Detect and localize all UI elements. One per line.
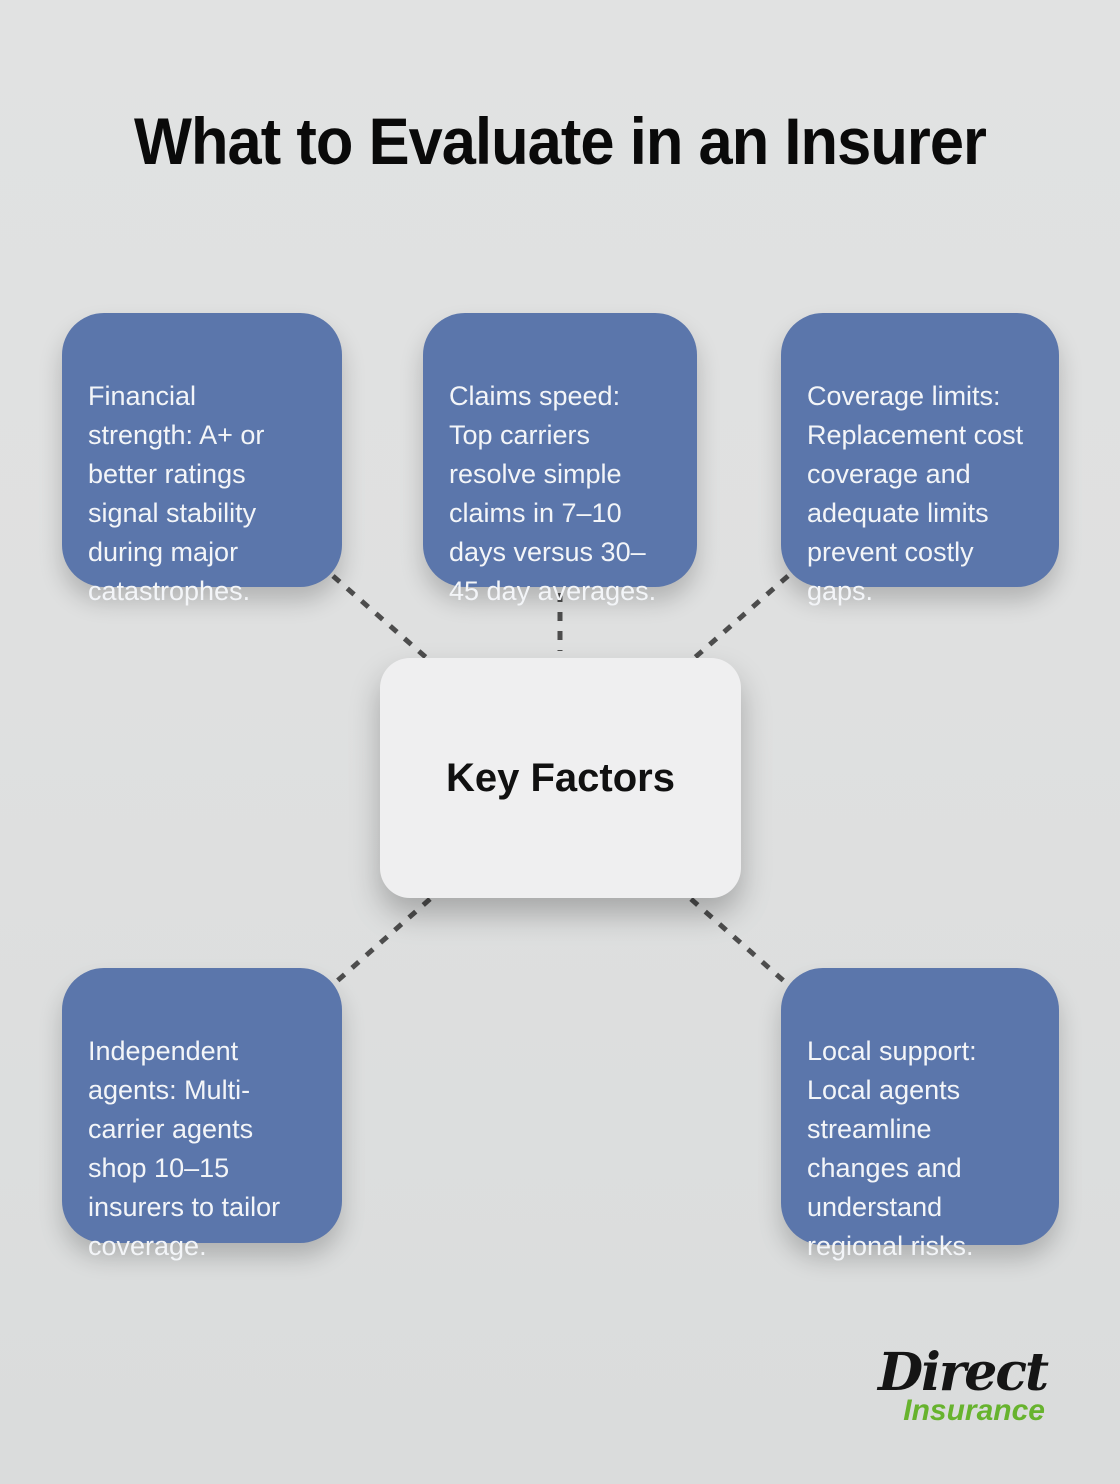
center-node-label: Key Factors [446,755,675,800]
connector-top-right [690,574,790,662]
factor-text: Coverage limits: Replacement cost covera… [807,381,1024,606]
connector-bottom-left [334,897,432,984]
factor-text: Independent agents: Multi- carrier agent… [88,1036,281,1261]
center-node: Key Factors [380,658,741,898]
factor-box-local-support: Local support: Local agents streamline c… [781,968,1059,1261]
brand-name: Direct [877,1342,1049,1403]
factor-box-coverage-limits: Coverage limits: Replacement cost covera… [781,313,1059,606]
brand-subtitle: Insurance [903,1394,1045,1427]
connector-bottom-right [689,897,787,984]
factor-box-independent-agents: Independent agents: Multi- carrier agent… [62,968,342,1261]
connector-top-left [331,574,431,662]
factor-text: Financial strength: A+ or better ratings… [88,381,265,606]
factor-box-claims-speed: Claims speed: Top carriers resolve simpl… [423,313,697,606]
factor-text: Local support: Local agents streamline c… [807,1036,977,1261]
brand-logo: Direct Insurance [877,1342,1049,1427]
factor-text: Claims speed: Top carriers resolve simpl… [449,381,657,606]
page-title: What to Evaluate in an Insurer [133,104,987,178]
factor-box-financial-strength: Financial strength: A+ or better ratings… [62,313,342,606]
